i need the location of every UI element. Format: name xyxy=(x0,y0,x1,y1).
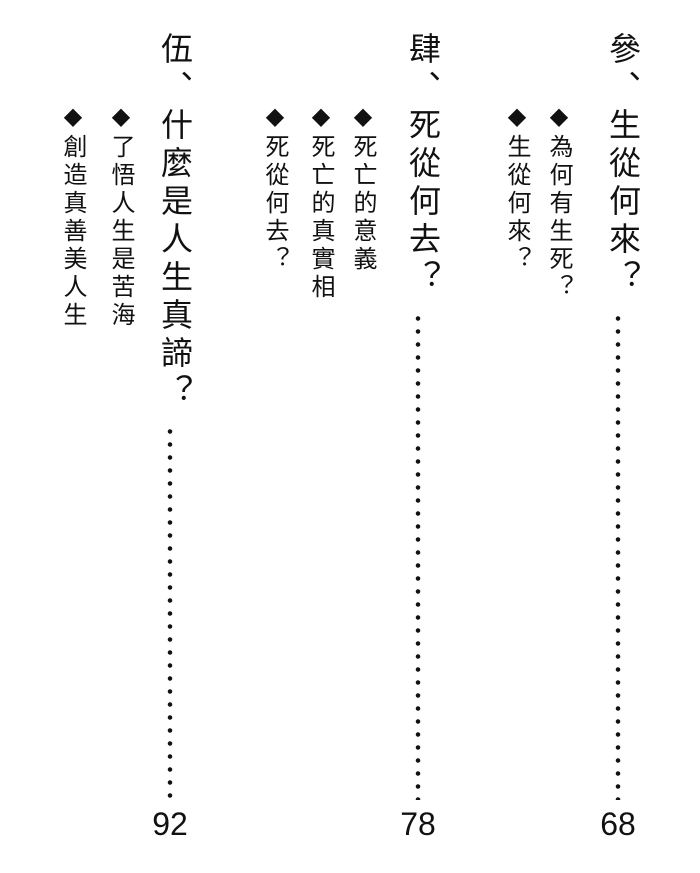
leader-dots xyxy=(415,312,421,800)
toc-item: ◆為何有生死？ xyxy=(545,102,573,302)
page-number: 68 xyxy=(600,806,636,842)
toc-item: ◆死亡的真實相 xyxy=(307,102,335,302)
section-title: 伍、什麼是人生真諦？ xyxy=(156,32,194,412)
toc-item: ◆死從何去？ xyxy=(261,102,289,274)
toc-item: ◆了悟人生是苦海 xyxy=(107,102,135,330)
section-title: 參、生從何來？ xyxy=(604,32,642,298)
page-number: 92 xyxy=(152,806,188,842)
page-number: 78 xyxy=(400,806,436,842)
section-title: 肆、死從何去？ xyxy=(404,32,442,298)
leader-dots xyxy=(167,425,173,800)
leader-dots xyxy=(615,312,621,800)
toc-item: ◆創造真善美人生 xyxy=(59,102,87,330)
toc-item: ◆死亡的意義 xyxy=(349,102,377,274)
toc-item: ◆生從何來？ xyxy=(503,102,531,274)
